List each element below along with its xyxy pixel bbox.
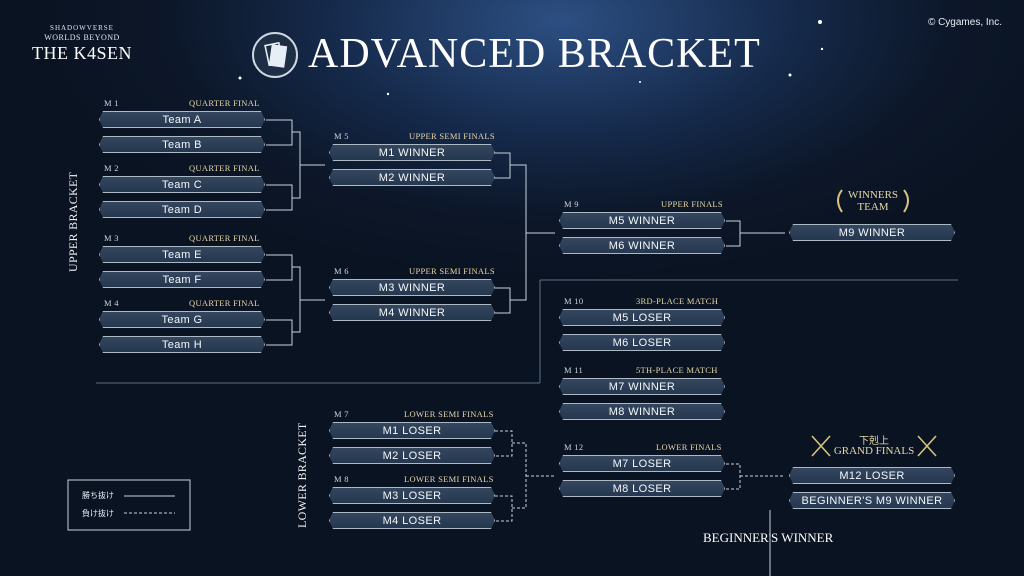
winners-team-emblem: WINNERS TEAM — [832, 186, 914, 216]
m5-number: M 5 — [334, 131, 349, 141]
m4-number: M 4 — [104, 298, 119, 308]
line-m5-m6-join — [510, 164, 527, 301]
m9-slot-2[interactable]: M6 WINNER — [559, 237, 725, 254]
m7-stage: LOWER SEMI FINALS — [404, 409, 494, 419]
line-m1-m2-join — [292, 131, 301, 199]
m5-slot-2[interactable]: M2 WINNER — [329, 169, 495, 186]
line-m7-m8-join — [512, 442, 527, 509]
m9-slot-1[interactable]: M5 WINNER — [559, 212, 725, 229]
logo-line1: SHADOWVERSE — [50, 24, 114, 32]
m1-slot-2[interactable]: Team B — [99, 136, 265, 153]
m5-stage: UPPER SEMI FINALS — [409, 131, 495, 141]
legend-lose-label: 負け抜け — [82, 509, 114, 518]
m2-stage: QUARTER FINAL — [189, 163, 260, 173]
m12-slot-2[interactable]: M8 LOSER — [559, 480, 725, 497]
m8-slot-2[interactable]: M4 LOSER — [329, 512, 495, 529]
m9-stage: UPPER FINALS — [661, 199, 723, 209]
crossed-swords-icon — [811, 435, 937, 457]
m8-number: M 8 — [334, 474, 349, 484]
m4-slot-2[interactable]: Team H — [99, 336, 265, 353]
m12-stage: LOWER FINALS — [656, 442, 722, 452]
m8-stage: LOWER SEMI FINALS — [404, 474, 494, 484]
line-m8 — [495, 495, 513, 522]
m1-slot-1[interactable]: Team A — [99, 111, 265, 128]
m12-number: M 12 — [564, 442, 584, 452]
grand-finals-jp: 下剋上 — [859, 436, 889, 447]
winners-label-2: TEAM — [857, 201, 889, 213]
sparkles — [238, 20, 824, 96]
m10-slot-1[interactable]: M5 LOSER — [559, 309, 725, 326]
m10-number: M 10 — [564, 296, 584, 306]
line-m5 — [495, 152, 511, 179]
m1-stage: QUARTER FINAL — [189, 98, 260, 108]
line-m3-m4-join — [292, 266, 301, 333]
grand-finals-header: 下剋上 GRAND FINALS — [808, 432, 940, 460]
m2-number: M 2 — [104, 163, 119, 173]
beginners-winner-label: BEGINNER'S WINNER — [703, 530, 834, 545]
title-icon — [252, 32, 298, 78]
m11-slot-2[interactable]: M8 WINNER — [559, 403, 725, 420]
winners-slot[interactable]: M9 WINNER — [789, 224, 955, 241]
m2-slot-1[interactable]: Team C — [99, 176, 265, 193]
upper-bracket-label: UPPER BRACKET — [66, 171, 80, 272]
card-icon — [264, 41, 288, 68]
m3-stage: QUARTER FINAL — [189, 233, 260, 243]
line-m2 — [266, 184, 293, 211]
m4-slot-1[interactable]: Team G — [99, 311, 265, 328]
m4-stage: QUARTER FINAL — [189, 298, 260, 308]
laurel-icon — [837, 189, 909, 213]
m6-slot-1[interactable]: M3 WINNER — [329, 279, 495, 296]
line-m9 — [726, 220, 741, 247]
m7-slot-1[interactable]: M1 LOSER — [329, 422, 495, 439]
grand-finals-title: GRAND FINALS — [833, 445, 915, 457]
m5-slot-1[interactable]: M1 WINNER — [329, 144, 495, 161]
grand-finals-slot-1[interactable]: M12 LOSER — [789, 467, 955, 484]
m1-number: M 1 — [104, 98, 119, 108]
page-title: ADVANCED BRACKET — [308, 31, 761, 77]
m6-slot-2[interactable]: M4 WINNER — [329, 304, 495, 321]
m11-stage: 5TH-PLACE MATCH — [636, 365, 718, 375]
m11-slot-1[interactable]: M7 WINNER — [559, 378, 725, 395]
grand-finals-slot-2[interactable]: BEGINNER'S M9 WINNER — [789, 492, 955, 509]
m3-number: M 3 — [104, 233, 119, 243]
line-m4 — [266, 319, 293, 346]
m11-number: M 11 — [564, 365, 584, 375]
m12-slot-1[interactable]: M7 LOSER — [559, 455, 725, 472]
winners-label-1: WINNERS — [847, 189, 899, 201]
m8-slot-1[interactable]: M3 LOSER — [329, 487, 495, 504]
logo-line3: THE K4SEN — [32, 43, 132, 63]
legend-win-label: 勝ち抜け — [82, 491, 114, 500]
legend-box — [67, 479, 191, 531]
m2-slot-2[interactable]: Team D — [99, 201, 265, 218]
line-m3 — [266, 254, 293, 281]
copyright: © Cygames, Inc. — [927, 17, 1002, 28]
line-m12 — [726, 463, 741, 490]
m10-slot-2[interactable]: M6 LOSER — [559, 334, 725, 351]
m6-number: M 6 — [334, 266, 349, 276]
m7-slot-2[interactable]: M2 LOSER — [329, 447, 495, 464]
m9-number: M 9 — [564, 199, 579, 209]
m7-number: M 7 — [334, 409, 349, 419]
lower-bracket-label: LOWER BRACKET — [295, 422, 309, 528]
line-m1 — [266, 119, 293, 146]
m3-slot-2[interactable]: Team F — [99, 271, 265, 288]
event-logo: SHADOWVERSE WORLDS BEYOND THE K4SEN — [26, 24, 138, 64]
m6-stage: UPPER SEMI FINALS — [409, 266, 495, 276]
line-m7 — [495, 430, 513, 457]
m10-stage: 3RD-PLACE MATCH — [636, 296, 719, 306]
logo-line2: WORLDS BEYOND — [44, 33, 120, 42]
line-m6 — [495, 287, 511, 314]
m3-slot-1[interactable]: Team E — [99, 246, 265, 263]
